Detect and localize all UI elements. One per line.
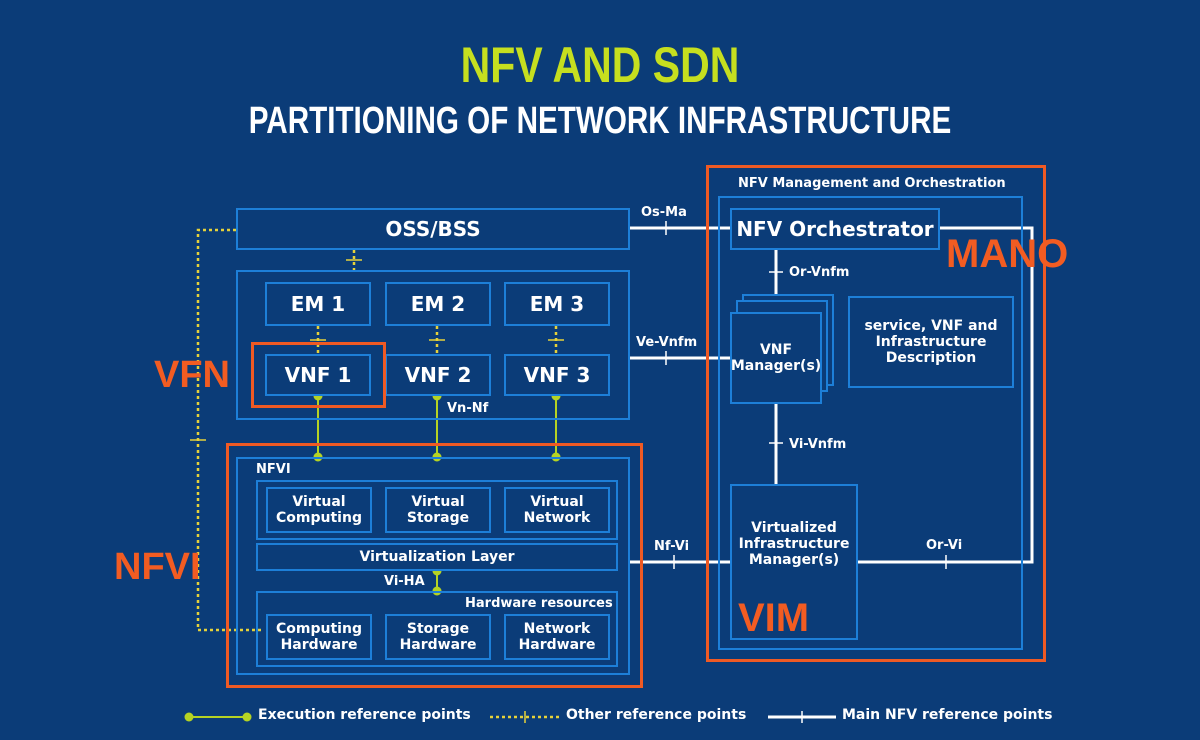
em-3-box: EM 3 bbox=[504, 282, 610, 326]
vi-ha-label: Vi-HA bbox=[384, 574, 425, 589]
vnf-3-box: VNF 3 bbox=[504, 354, 610, 396]
vnf-manager-label: VNF Manager(s) bbox=[730, 342, 822, 374]
mano-highlight bbox=[706, 165, 1046, 662]
vnf-manager-box: VNF Manager(s) bbox=[730, 312, 822, 404]
or-vi-label: Or-Vi bbox=[926, 538, 963, 553]
legend-other-icon bbox=[490, 711, 560, 723]
description-label: service, VNF and Infrastructure Descript… bbox=[864, 318, 998, 366]
mano-container bbox=[718, 196, 1023, 650]
virtualization-layer-label: Virtualization Layer bbox=[359, 549, 515, 565]
nf-vi-label: Nf-Vi bbox=[654, 539, 690, 554]
virtual-computing-label: Virtual Computing bbox=[276, 494, 362, 526]
em-3-label: EM 3 bbox=[529, 292, 585, 316]
virtual-storage-label: Virtual Storage bbox=[406, 494, 470, 526]
nfvi-container bbox=[236, 457, 630, 675]
oss-bss-box: OSS/BSS bbox=[236, 208, 630, 250]
computing-hardware-box: Computing Hardware bbox=[266, 614, 372, 660]
hardware-resources-title: Hardware resources bbox=[465, 596, 613, 611]
vnf-3-label: VNF 3 bbox=[523, 363, 591, 387]
or-vnfm-label: Or-Vnfm bbox=[789, 265, 850, 280]
nfv-orchestrator-box: NFV Orchestrator bbox=[730, 208, 940, 250]
os-ma-label: Os-Ma bbox=[641, 205, 687, 220]
em-1-label: EM 1 bbox=[290, 292, 346, 316]
network-hardware-label: Network Hardware bbox=[518, 621, 596, 653]
nfv-orchestrator-label: NFV Orchestrator bbox=[736, 217, 934, 241]
mano-callout: MANO bbox=[946, 232, 1069, 276]
virtual-resources-group bbox=[256, 480, 618, 540]
nfvi-title: NFVI bbox=[256, 462, 291, 477]
legend-other-label: Other reference points bbox=[566, 707, 747, 723]
vfn-callout: VFN bbox=[154, 354, 230, 396]
em-2-box: EM 2 bbox=[385, 282, 491, 326]
vnf-layer-container bbox=[236, 270, 630, 420]
computing-hardware-label: Computing Hardware bbox=[276, 621, 362, 653]
page-subtitle: PARTITIONING OF NETWORK INFRASTRUCTURE bbox=[248, 100, 952, 142]
virtual-network-box: Virtual Network bbox=[504, 487, 610, 533]
other-reference-line bbox=[196, 228, 262, 632]
legend-execution-icon bbox=[184, 712, 252, 722]
hardware-resources-group bbox=[256, 591, 618, 667]
virtual-network-label: Virtual Network bbox=[523, 494, 591, 526]
em-1-box: EM 1 bbox=[265, 282, 371, 326]
virtualization-layer-box: Virtualization Layer bbox=[256, 543, 618, 571]
vi-vnfm-label: Vi-Vnfm bbox=[789, 437, 847, 452]
vn-nf-label: Vn-Nf bbox=[447, 401, 489, 416]
virtual-storage-box: Virtual Storage bbox=[385, 487, 491, 533]
network-hardware-box: Network Hardware bbox=[504, 614, 610, 660]
vfn-highlight bbox=[251, 342, 386, 408]
storage-hardware-label: Storage Hardware bbox=[399, 621, 477, 653]
description-box: service, VNF and Infrastructure Descript… bbox=[848, 296, 1014, 388]
legend-main-label: Main NFV reference points bbox=[842, 707, 1053, 723]
nfvi-highlight bbox=[226, 443, 643, 688]
vnf-2-label: VNF 2 bbox=[404, 363, 472, 387]
vnf-1-label: VNF 1 bbox=[284, 363, 352, 387]
vnf-1-box: VNF 1 bbox=[265, 354, 371, 396]
ve-vnfm-label: Ve-Vnfm bbox=[636, 335, 698, 350]
page-title: NFV AND SDN bbox=[460, 37, 740, 93]
legend-execution-label: Execution reference points bbox=[258, 707, 471, 723]
vnf-2-box: VNF 2 bbox=[385, 354, 491, 396]
mano-title: NFV Management and Orchestration bbox=[738, 176, 1006, 191]
legend-main-icon bbox=[768, 711, 836, 723]
nfvi-callout: NFVI bbox=[114, 546, 201, 588]
vim-callout: VIM bbox=[738, 596, 810, 640]
em-2-label: EM 2 bbox=[410, 292, 466, 316]
vim-box: Virtualized Infrastructure Manager(s) bbox=[730, 484, 858, 640]
vim-label: Virtualized Infrastructure Manager(s) bbox=[738, 520, 850, 568]
oss-bss-label: OSS/BSS bbox=[385, 217, 481, 241]
virtual-computing-box: Virtual Computing bbox=[266, 487, 372, 533]
storage-hardware-box: Storage Hardware bbox=[385, 614, 491, 660]
